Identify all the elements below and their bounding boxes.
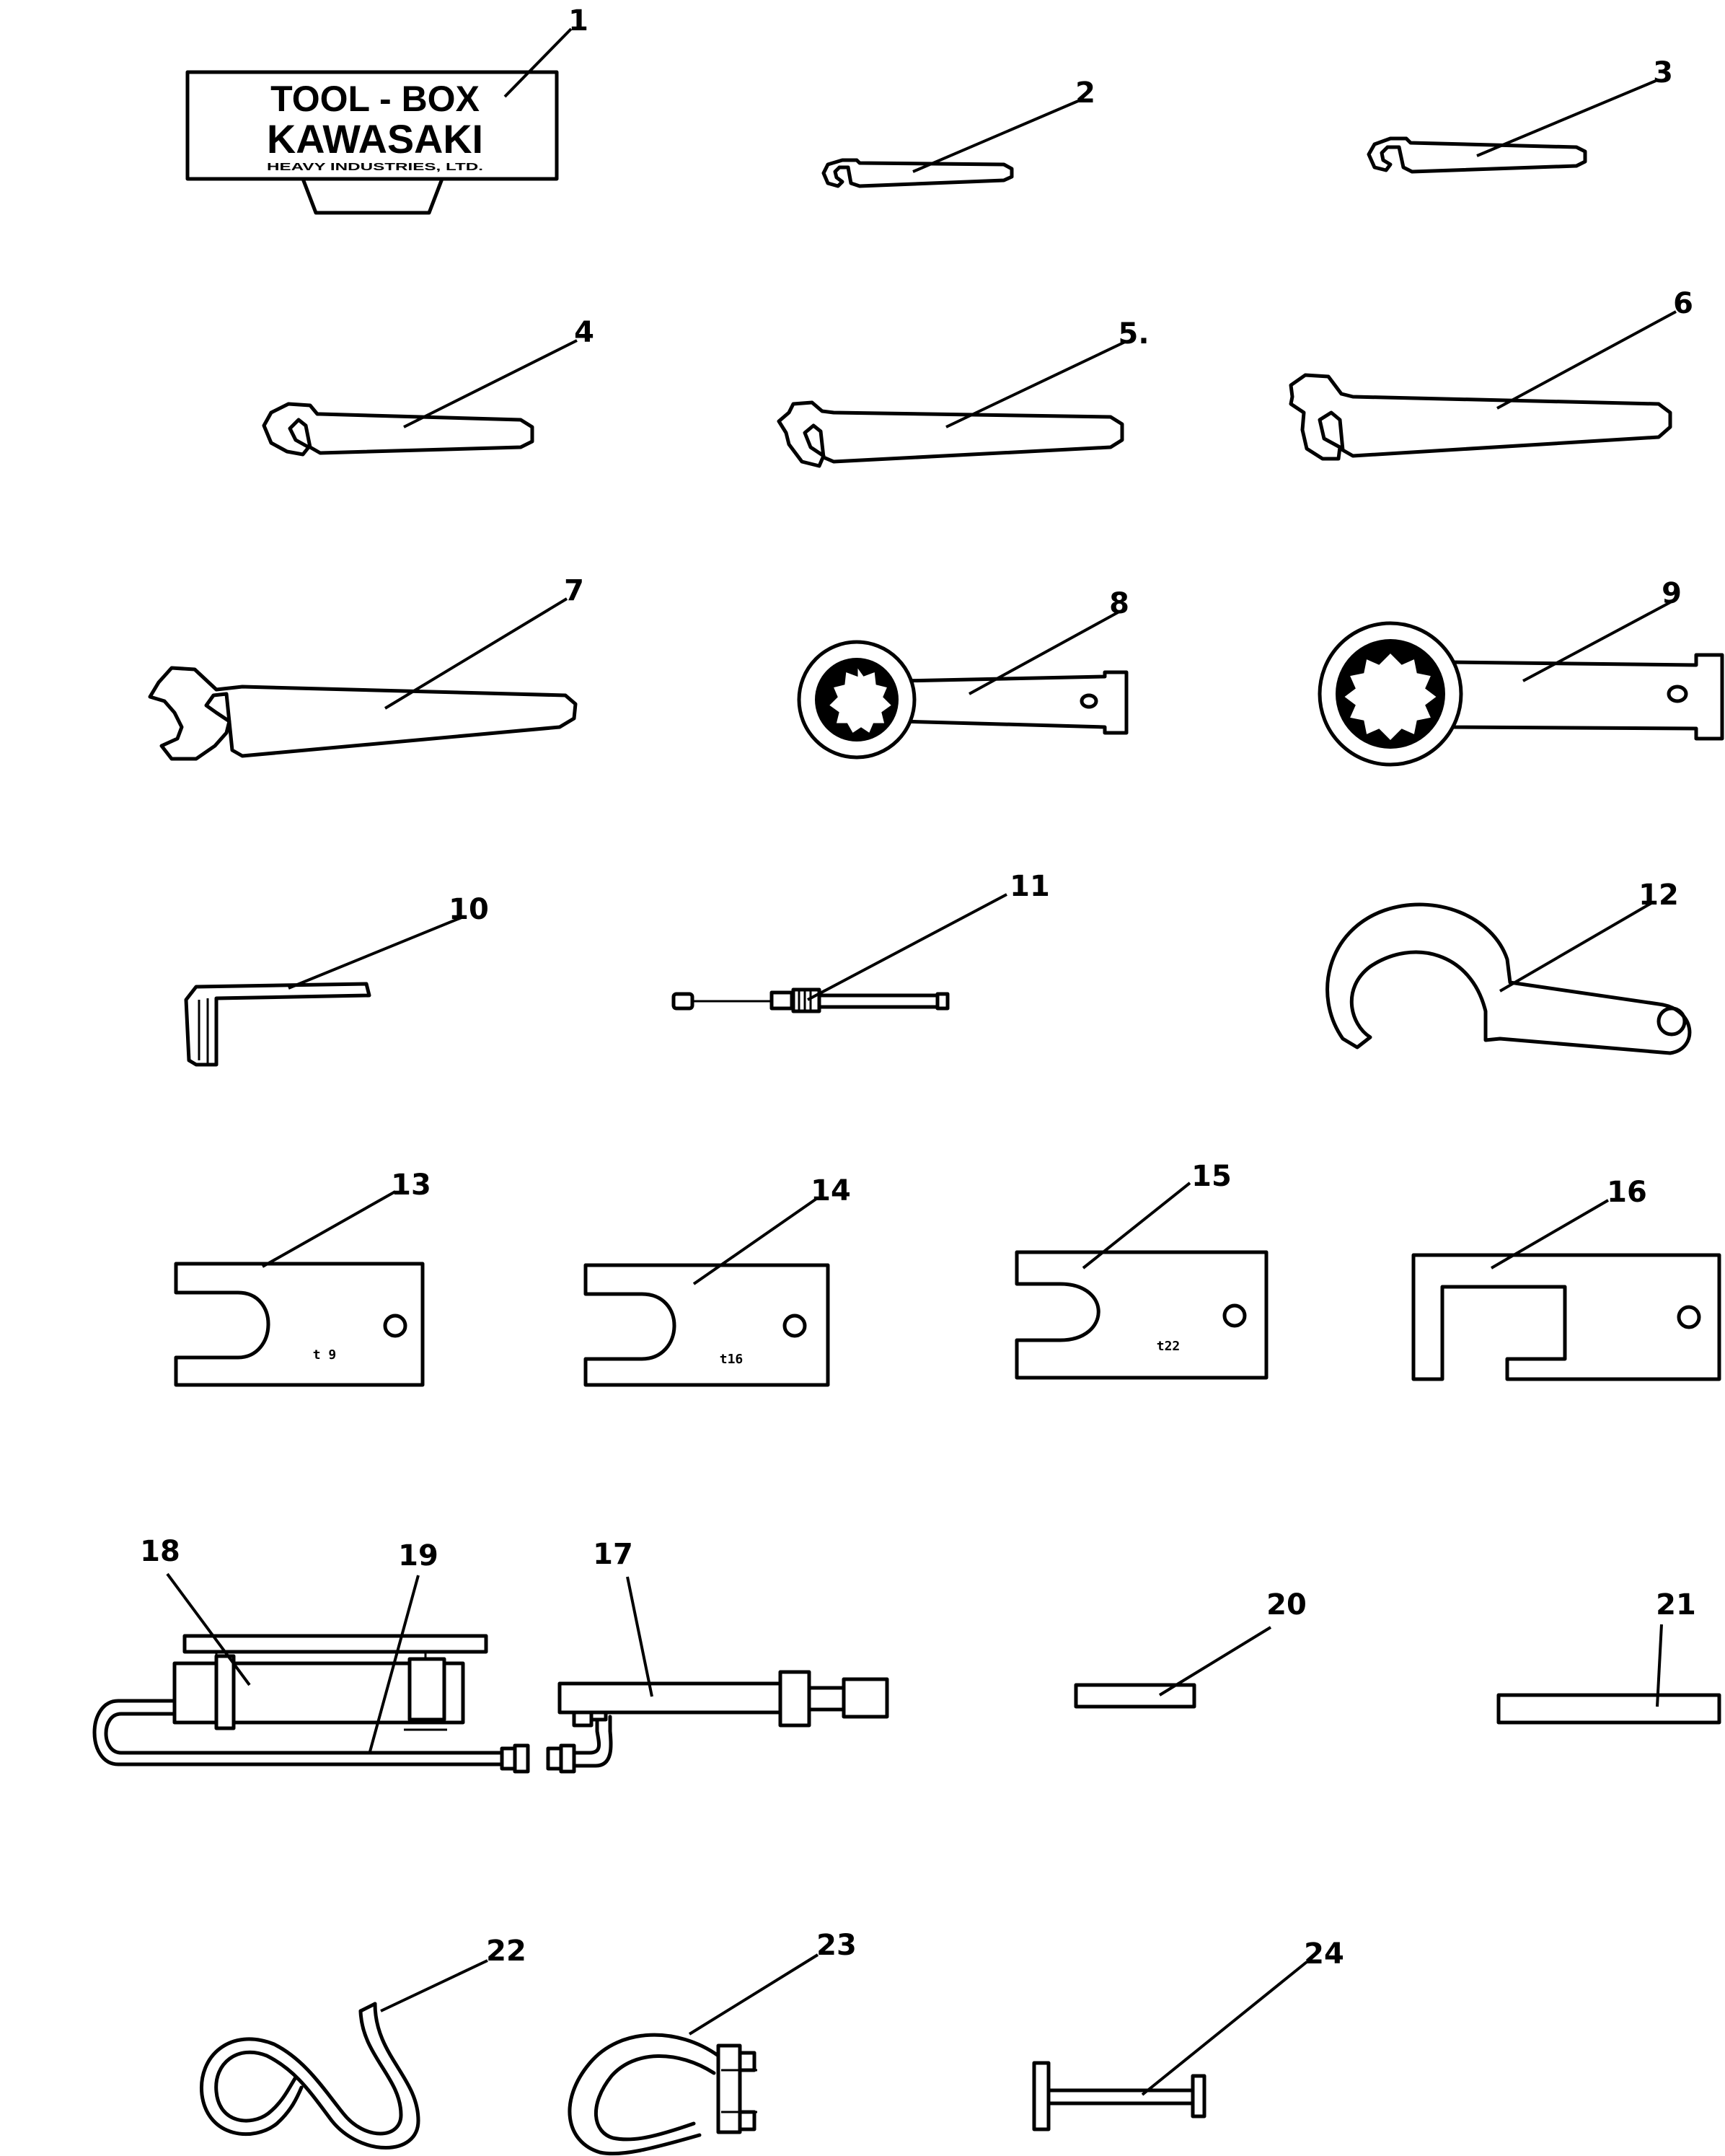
leader-1: [503, 27, 573, 98]
tool-box: TOOL - BOX KAWASAKI HEAVY INDUSTRIES, LT…: [185, 70, 559, 215]
leader-16: [1490, 1199, 1610, 1270]
leader-15: [1082, 1182, 1191, 1270]
leader-21: [1656, 1624, 1663, 1707]
open-end-wrench-4: [262, 402, 534, 457]
callout-17: 17: [593, 1538, 633, 1571]
leader-22: [380, 1959, 488, 2012]
callout-14: 14: [811, 1174, 851, 1207]
tool-box-label-line2: KAWASAKI: [267, 116, 483, 162]
allen-key: [184, 982, 371, 1067]
leader-7: [384, 597, 568, 710]
callout-13: 13: [391, 1169, 431, 1202]
leader-9: [1522, 600, 1672, 682]
callout-18: 18: [140, 1535, 180, 1568]
leader-24: [1141, 1961, 1308, 2096]
plate-gauge-13: t 9: [174, 1262, 425, 1387]
callout-15: 15: [1191, 1160, 1232, 1193]
open-end-wrench-7: [148, 666, 578, 761]
plate-14-stamp: t16: [720, 1352, 744, 1367]
t-bar: [1032, 2061, 1206, 2131]
hydraulic-hose: [500, 1706, 613, 1774]
leader-2: [912, 100, 1079, 173]
leader-19: [368, 1575, 420, 1755]
plate-15-stamp: t22: [1157, 1339, 1181, 1354]
callout-19: 19: [398, 1539, 438, 1572]
ring-spanner-9: [1318, 621, 1724, 767]
long-bar-21: [1496, 1693, 1721, 1725]
callout-20: 20: [1266, 1588, 1307, 1622]
leader-14: [692, 1197, 818, 1285]
leader-17: [626, 1576, 653, 1697]
hook-spanner: [1325, 902, 1692, 1055]
callout-24: 24: [1304, 1937, 1344, 1971]
leader-18: [166, 1572, 251, 1686]
leader-6: [1496, 310, 1677, 410]
spanner-8-socket: [826, 661, 895, 736]
spanner-9-socket: [1341, 650, 1440, 744]
open-end-wrench-3: [1367, 136, 1587, 174]
callout-7: 7: [564, 574, 584, 607]
callout-4: 4: [574, 316, 594, 349]
callout-12: 12: [1638, 879, 1679, 912]
plate-13-stamp: t 9: [313, 1347, 337, 1363]
leader-11: [807, 893, 1007, 1001]
s-hook: [199, 2002, 420, 2150]
callout-1: 1: [568, 4, 588, 38]
ring-spanner-8: [797, 640, 1129, 760]
hydraulic-pump: [92, 1634, 521, 1766]
callout-6: 6: [1673, 287, 1693, 320]
short-bar-20: [1074, 1683, 1196, 1709]
tool-box-label-line1: TOOL - BOX: [270, 79, 480, 119]
open-end-wrench-5: [777, 400, 1124, 468]
callout-9: 9: [1662, 577, 1682, 610]
callout-10: 10: [449, 893, 489, 926]
callout-22: 22: [486, 1935, 526, 1968]
leader-20: [1158, 1626, 1272, 1697]
callout-16: 16: [1607, 1176, 1647, 1209]
callout-8: 8: [1109, 587, 1129, 620]
open-end-wrench-6: [1289, 373, 1672, 461]
leader-12: [1499, 902, 1653, 993]
leader-10: [288, 916, 462, 990]
callout-2: 2: [1075, 76, 1095, 110]
callout-5: 5.: [1118, 317, 1149, 351]
leader-5: [945, 340, 1126, 428]
plate-gauge-15: t22: [1015, 1250, 1269, 1380]
shackle: [568, 2033, 757, 2156]
plate-gauge-14: t16: [583, 1263, 830, 1387]
slotted-plate-16: [1411, 1253, 1721, 1381]
leader-4: [403, 339, 578, 428]
leader-13: [262, 1190, 396, 1268]
hydraulic-cylinder: [557, 1670, 889, 1728]
leader-3: [1476, 79, 1656, 157]
tool-box-label-line3: HEAVY INDUSTRIES, LTD.: [267, 161, 483, 173]
callout-23: 23: [816, 1929, 857, 1962]
extension-bar: [671, 987, 950, 1013]
callout-3: 3: [1653, 56, 1673, 89]
leader-8: [969, 610, 1120, 695]
leader-23: [688, 1953, 819, 2036]
open-end-wrench-2: [821, 158, 1014, 188]
callout-21: 21: [1656, 1588, 1696, 1622]
callout-11: 11: [1010, 870, 1050, 903]
